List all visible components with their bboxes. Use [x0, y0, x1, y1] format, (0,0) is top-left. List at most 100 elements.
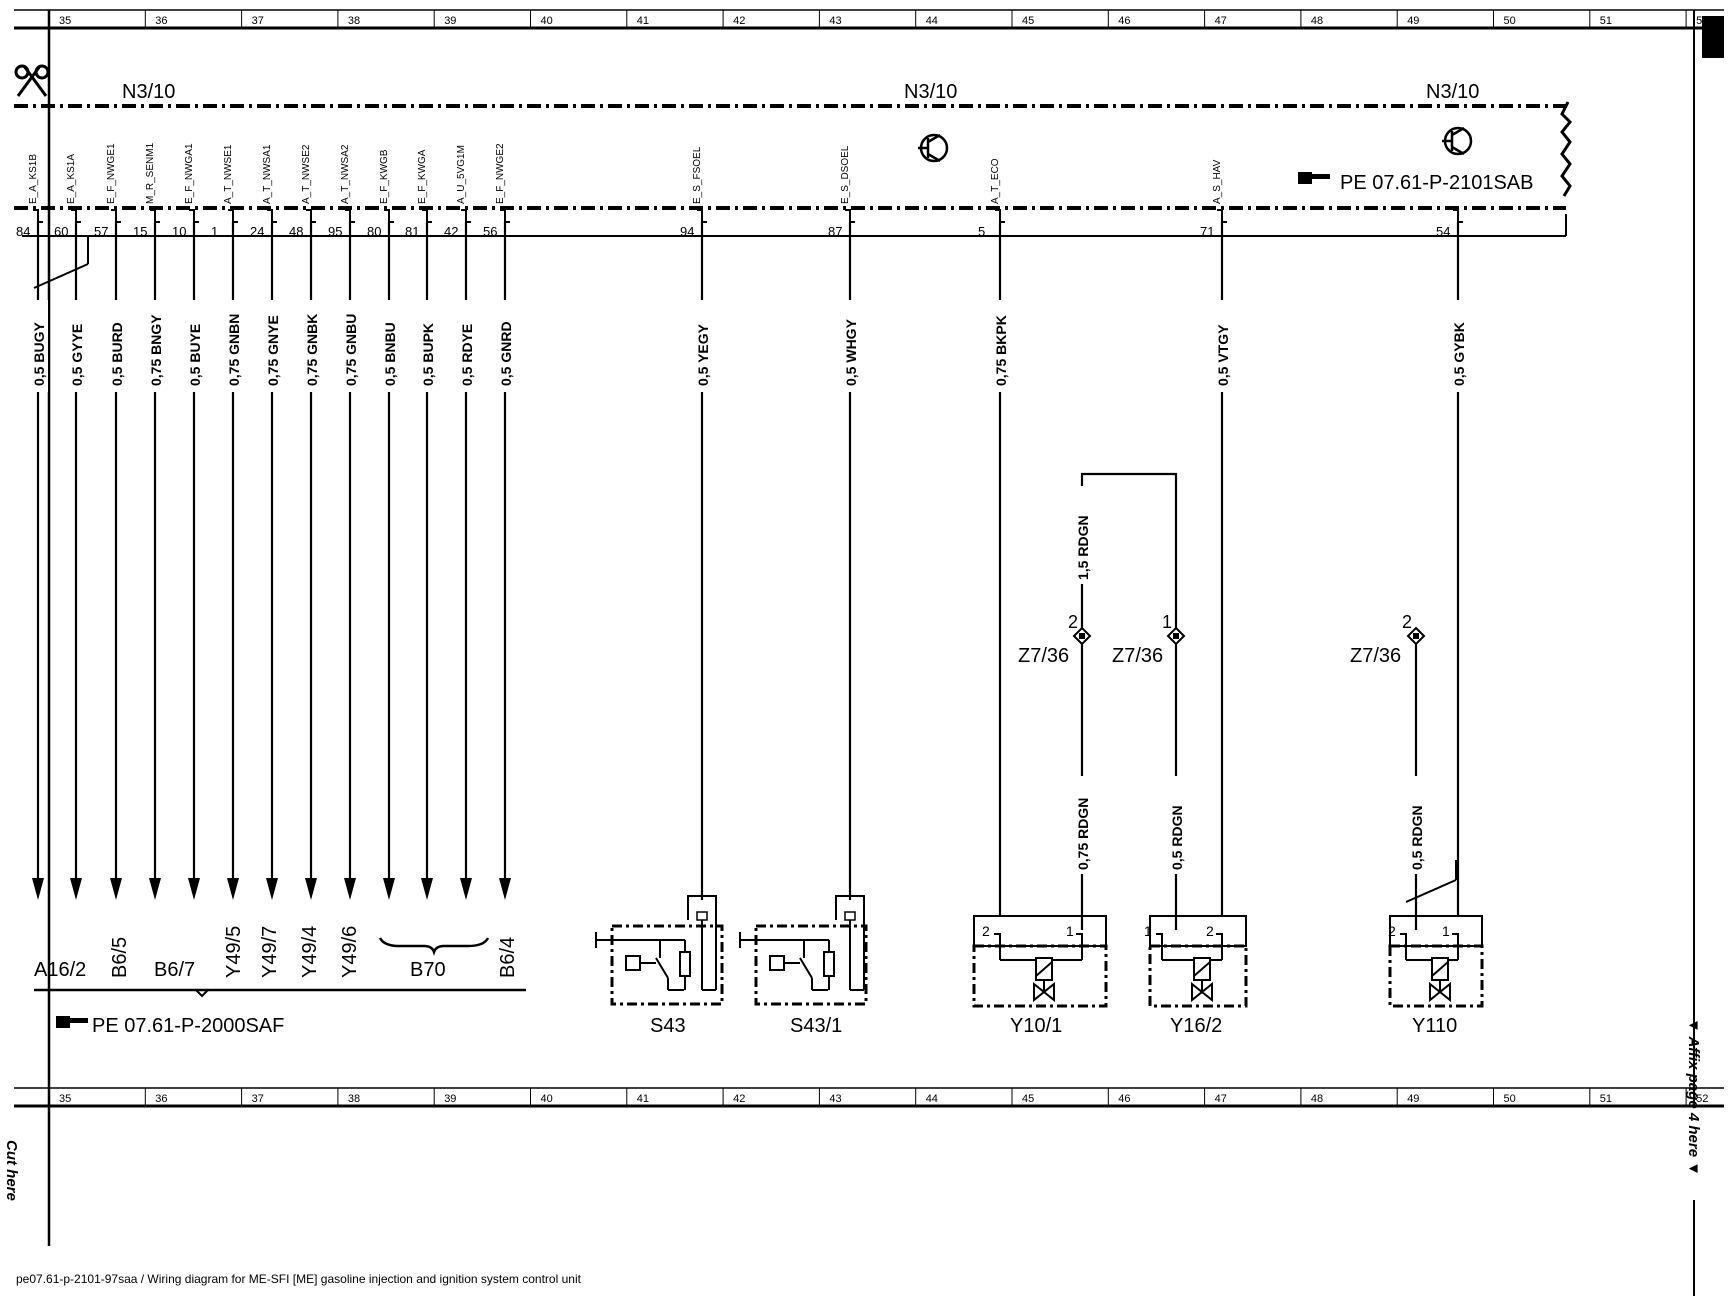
valve-pin: 1	[1442, 923, 1450, 939]
component-label: Y49/7	[259, 926, 281, 978]
component-b70: B70	[410, 959, 446, 981]
pin-signal-label: A_T_NWSA2	[340, 144, 351, 204]
pin-signal-label: E_F_NWGA1	[184, 143, 195, 204]
wire-arrow	[70, 878, 82, 900]
grid-col-label: 42	[733, 15, 745, 27]
wire-label: 0,5 BUYE	[187, 324, 203, 386]
pin-signal-label: A_U_5VG1M	[456, 145, 467, 204]
wire-label: 0,5 GYBK	[1451, 322, 1467, 386]
wire-arrow	[32, 878, 44, 900]
wire-label: 0,5 BNBU	[382, 322, 398, 386]
wire-label: 0,5 GYYE	[69, 324, 85, 386]
component-b6-7: B6/7	[154, 959, 195, 981]
grid-col-label: 44	[926, 1093, 938, 1105]
grid-col-label: 51	[1600, 15, 1612, 27]
valve-pin: 2	[982, 923, 990, 939]
pin-signal-label: A_S_HAV	[1212, 159, 1223, 204]
component-label: Y49/5	[223, 926, 245, 978]
wire-label: 0,5 BUGY	[31, 322, 47, 386]
wire-arrow	[499, 878, 511, 900]
wire-label: 0,75 BKPK	[993, 315, 1009, 386]
grid-col-label: 45	[1022, 15, 1034, 27]
wire-label: 0,5 GNRD	[498, 321, 514, 386]
wire-label: 0,5 RDYE	[459, 324, 475, 386]
component-label: B6/5	[109, 937, 131, 978]
pin-number: 5	[978, 224, 985, 239]
grid-col-label: 35	[59, 1093, 71, 1105]
valve-label: Y16/2	[1170, 1015, 1222, 1037]
component-a16-2: A16/2	[34, 959, 86, 981]
wire-arrow	[110, 878, 122, 900]
wire-arrow	[149, 878, 161, 900]
pin-signal-label: A_T_ECO	[990, 158, 1001, 204]
pin-signal-label: A_T_NWSE1	[223, 144, 234, 204]
splice-pin: 2	[1402, 612, 1412, 632]
wire-label: 0,5 WHGY	[843, 318, 859, 386]
footer-caption: pe07.61-p-2101-97saa / Wiring diagram fo…	[16, 1272, 581, 1286]
transistor-icon	[1442, 126, 1473, 156]
valve-pin: 1	[1066, 923, 1074, 939]
grid-col-label: 35	[59, 15, 71, 27]
grid-col-label: 43	[829, 1093, 841, 1105]
valve-pin: 1	[1144, 923, 1152, 939]
grid-col-label: 49	[1407, 15, 1419, 27]
wire-arrow	[421, 878, 433, 900]
ecu-label-1: N3/10	[122, 81, 175, 103]
grid-col-label: 48	[1311, 15, 1323, 27]
pin-signal-label: E_F_NWGE1	[106, 143, 117, 204]
left-reference: PE 07.61-P-2000SAF	[92, 1015, 284, 1037]
valve-pin: 2	[1206, 923, 1214, 939]
pin-number: 1	[211, 224, 218, 239]
grid-col-label: 41	[637, 1093, 649, 1105]
component-label: Y49/4	[299, 926, 321, 978]
wire-label: 0,75 GNBK	[304, 314, 320, 386]
cut-here-label: Cut here	[3, 1140, 20, 1201]
grid-col-label: 37	[252, 15, 264, 27]
splice-wire-label: 1,5 RDGN	[1075, 515, 1091, 580]
grid-col-label: 36	[155, 15, 167, 27]
wire-label: 0,75 GNYE	[265, 315, 281, 386]
grid-col-label: 44	[926, 15, 938, 27]
grid-col-label: 36	[155, 1093, 167, 1105]
splice-pin: 1	[1162, 612, 1172, 632]
pin-signal-label: E_F_KWGB	[379, 149, 390, 204]
transistor-icon	[918, 133, 949, 163]
scissors-icon	[14, 64, 50, 97]
ecu-reference: PE 07.61-P-2101SAB	[1340, 172, 1533, 194]
switch-label: S43	[650, 1015, 686, 1037]
grid-col-label: 50	[1504, 15, 1516, 27]
wire-arrow	[305, 878, 317, 900]
ecu-label-3: N3/10	[1426, 81, 1479, 103]
component-label: Y49/6	[339, 926, 361, 978]
wire-arrow	[266, 878, 278, 900]
wire-arrow	[460, 878, 472, 900]
pin-signal-label: A_T_NWSE2	[301, 144, 312, 204]
grid-col-label: 38	[348, 15, 360, 27]
grid-col-label: 48	[1311, 1093, 1323, 1105]
pin-signal-label: M_R_SENM1	[145, 142, 156, 204]
splice-label: Z7/36	[1112, 645, 1163, 667]
grid-col-label: 51	[1600, 1093, 1612, 1105]
grid-col-label: 49	[1407, 1093, 1419, 1105]
grid-col-label: 52	[1696, 1093, 1708, 1105]
wire-label: 0,5 VTGY	[1215, 324, 1231, 386]
page-marker	[1702, 16, 1724, 58]
splice-wire-label: 0,5 RDGN	[1409, 805, 1425, 870]
grid-col-label: 42	[733, 1093, 745, 1105]
reference-hand-icon	[56, 1016, 88, 1028]
wire-label: 0,5 YEGY	[695, 323, 711, 386]
pin-signal-label: E_F_NWGE2	[495, 143, 506, 204]
grid-col-label: 40	[541, 1093, 553, 1105]
grid-col-label: 50	[1504, 1093, 1516, 1105]
grid-col-label: 39	[444, 1093, 456, 1105]
grid-col-label: 43	[829, 15, 841, 27]
affix-label: ▼ Affix page 4 here ▼	[1685, 1018, 1702, 1177]
ecu-label-2: N3/10	[904, 81, 957, 103]
wire-arrow	[188, 878, 200, 900]
